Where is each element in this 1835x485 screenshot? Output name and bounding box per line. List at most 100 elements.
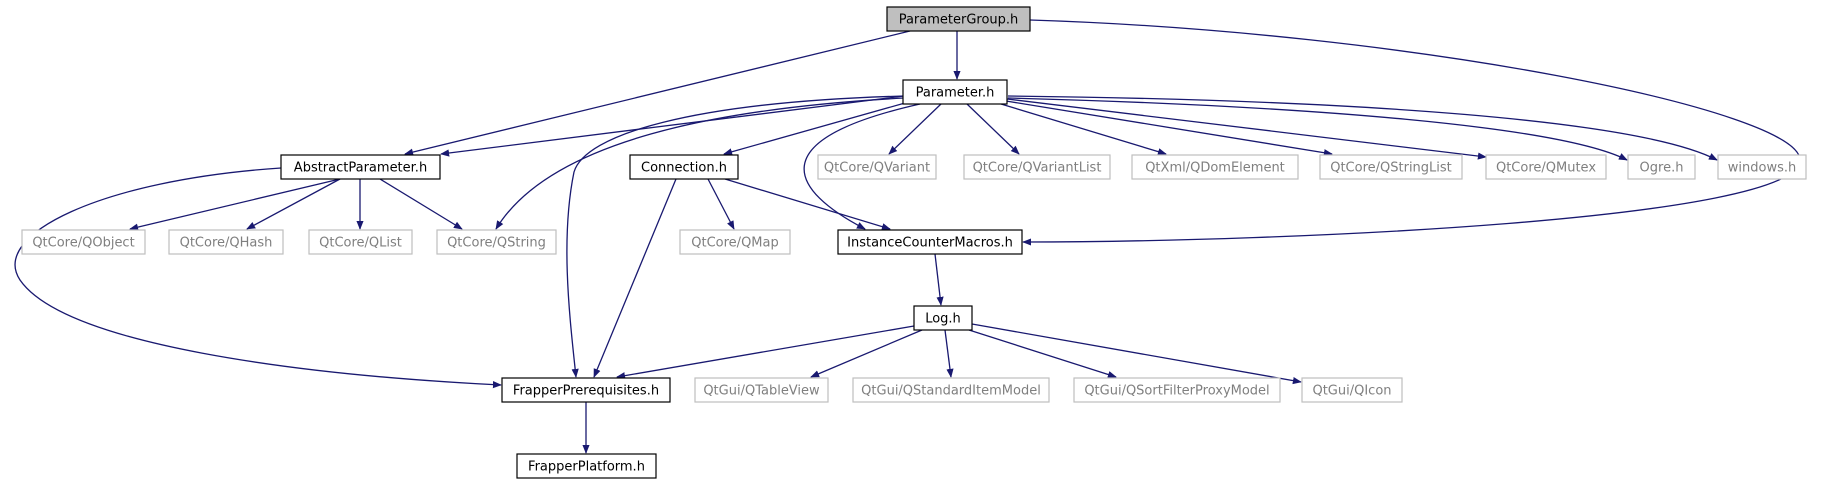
edge-Parameter-to-QVariant bbox=[888, 103, 942, 155]
node-label: Connection.h bbox=[641, 161, 727, 176]
edge-Log-to-QStandardItemModel bbox=[944, 329, 954, 378]
node-box bbox=[694, 377, 829, 403]
node-box bbox=[629, 154, 739, 180]
edge-Log-to-FrapperPrerequisites bbox=[616, 325, 915, 380]
edge-ParameterGroup-to-AbstractParameter bbox=[404, 30, 911, 156]
node-QHash: QtCore/QHash bbox=[168, 229, 284, 255]
node-label: QtCore/QString bbox=[447, 236, 546, 251]
node-box bbox=[168, 229, 284, 255]
node-Ogre: Ogre.h bbox=[1627, 154, 1696, 180]
edge-AbstractParameter-to-QString bbox=[379, 178, 463, 230]
edge-layer bbox=[14, 19, 1801, 454]
node-label: QtCore/QMutex bbox=[1496, 161, 1596, 176]
node-label: QtCore/QStringList bbox=[1330, 161, 1452, 176]
edge-Parameter-to-QString bbox=[495, 97, 905, 230]
edge-Connection-to-QMap bbox=[707, 178, 735, 230]
node-QSortFilterProxyModel: QtGui/QSortFilterProxyModel bbox=[1073, 377, 1281, 403]
node-label: AbstractParameter.h bbox=[294, 161, 427, 176]
edge-Parameter-to-Connection bbox=[723, 102, 906, 156]
edge-Log-to-QIcon bbox=[971, 323, 1302, 385]
edge-Parameter-to-QStringList bbox=[1005, 100, 1333, 157]
node-box bbox=[902, 79, 1008, 105]
node-QMutex: QtCore/QMutex bbox=[1485, 154, 1607, 180]
node-box bbox=[1319, 154, 1463, 180]
node-label: QtGui/QStandardItemModel bbox=[861, 384, 1041, 399]
node-label: FrapperPrerequisites.h bbox=[513, 384, 659, 399]
edge-AbstractParameter-to-QHash bbox=[246, 178, 341, 230]
node-box bbox=[308, 229, 413, 255]
edge-Log-to-QTableView bbox=[810, 329, 923, 378]
node-label: QtGui/QIcon bbox=[1312, 384, 1391, 399]
edge-Parameter-to-AbstractParameter bbox=[440, 95, 905, 157]
edge-Parameter-to-QVariantList bbox=[966, 103, 1020, 155]
edge-Parameter-to-QMutex bbox=[1006, 98, 1487, 160]
node-QVariant: QtCore/QVariant bbox=[817, 154, 937, 180]
node-label: QtCore/QVariant bbox=[824, 161, 930, 176]
node-Log[interactable]: Log.h bbox=[913, 305, 973, 331]
node-box bbox=[837, 229, 1023, 255]
node-box bbox=[280, 154, 441, 180]
node-FrapperPlatform[interactable]: FrapperPlatform.h bbox=[516, 453, 657, 479]
node-box bbox=[1717, 154, 1807, 180]
edge-ParameterGroup-to-InstanceCounterMacros bbox=[1022, 19, 1801, 246]
edge-Log-to-QSortFilterProxyModel bbox=[968, 329, 1117, 378]
node-box bbox=[1627, 154, 1696, 180]
edge-AbstractParameter-to-FrapperPrerequisites bbox=[14, 167, 502, 389]
node-QStringList: QtCore/QStringList bbox=[1319, 154, 1463, 180]
node-box bbox=[963, 154, 1111, 180]
node-box bbox=[21, 229, 146, 255]
edge-Parameter-to-FrapperPrerequisites bbox=[566, 95, 905, 378]
node-label: QtCore/QList bbox=[319, 236, 402, 251]
node-box bbox=[501, 377, 671, 403]
node-box bbox=[436, 229, 557, 255]
node-label: QtXml/QDomElement bbox=[1145, 161, 1285, 176]
node-FrapperPrerequisites[interactable]: FrapperPrerequisites.h bbox=[501, 377, 671, 403]
node-label: Parameter.h bbox=[916, 86, 995, 101]
node-label: Log.h bbox=[925, 312, 961, 327]
node-QVariantList: QtCore/QVariantList bbox=[963, 154, 1111, 180]
node-QTableView: QtGui/QTableView bbox=[694, 377, 829, 403]
node-QObject: QtCore/QObject bbox=[21, 229, 146, 255]
node-ParameterGroup[interactable]: ParameterGroup.h bbox=[886, 6, 1031, 32]
node-box bbox=[886, 6, 1031, 32]
node-label: QtCore/QVariantList bbox=[973, 161, 1102, 176]
node-QStandardItemModel: QtGui/QStandardItemModel bbox=[852, 377, 1050, 403]
node-AbstractParameter[interactable]: AbstractParameter.h bbox=[280, 154, 441, 180]
edge-InstanceCounterMacros-to-Log bbox=[934, 253, 944, 306]
node-box bbox=[1073, 377, 1281, 403]
node-label: QtCore/QObject bbox=[32, 236, 134, 251]
node-label: QtGui/QSortFilterProxyModel bbox=[1084, 384, 1269, 399]
node-box bbox=[1301, 377, 1403, 403]
edge-Connection-to-InstanceCounterMacros bbox=[724, 178, 891, 231]
node-windows: windows.h bbox=[1717, 154, 1807, 180]
node-QList: QtCore/QList bbox=[308, 229, 413, 255]
node-box bbox=[1131, 154, 1299, 180]
edge-AbstractParameter-to-QObject bbox=[129, 178, 341, 231]
node-box bbox=[817, 154, 937, 180]
node-label: windows.h bbox=[1728, 161, 1796, 176]
node-label: QtCore/QMap bbox=[691, 236, 778, 251]
node-label: Ogre.h bbox=[1640, 161, 1684, 176]
node-QIcon: QtGui/QIcon bbox=[1301, 377, 1403, 403]
node-label: InstanceCounterMacros.h bbox=[847, 236, 1013, 251]
node-box bbox=[913, 305, 973, 331]
node-label: ParameterGroup.h bbox=[899, 13, 1019, 28]
node-label: QtGui/QTableView bbox=[703, 384, 820, 399]
node-box bbox=[852, 377, 1050, 403]
node-QMap: QtCore/QMap bbox=[679, 229, 791, 255]
node-label: QtCore/QHash bbox=[180, 236, 273, 251]
node-label: FrapperPlatform.h bbox=[528, 460, 645, 475]
edge-Parameter-to-QDomElement bbox=[1000, 103, 1167, 156]
edge-Connection-to-FrapperPrerequisites bbox=[593, 178, 677, 378]
node-layer: ParameterGroup.hParameter.hAbstractParam… bbox=[21, 6, 1807, 479]
node-box bbox=[516, 453, 657, 479]
node-Connection[interactable]: Connection.h bbox=[629, 154, 739, 180]
edge-Parameter-to-Ogre bbox=[1007, 97, 1628, 161]
node-Parameter[interactable]: Parameter.h bbox=[902, 79, 1008, 105]
node-QString: QtCore/QString bbox=[436, 229, 557, 255]
node-box bbox=[1485, 154, 1607, 180]
node-InstanceCounterMacros[interactable]: InstanceCounterMacros.h bbox=[837, 229, 1023, 255]
node-box bbox=[679, 229, 791, 255]
node-QDomElement: QtXml/QDomElement bbox=[1131, 154, 1299, 180]
